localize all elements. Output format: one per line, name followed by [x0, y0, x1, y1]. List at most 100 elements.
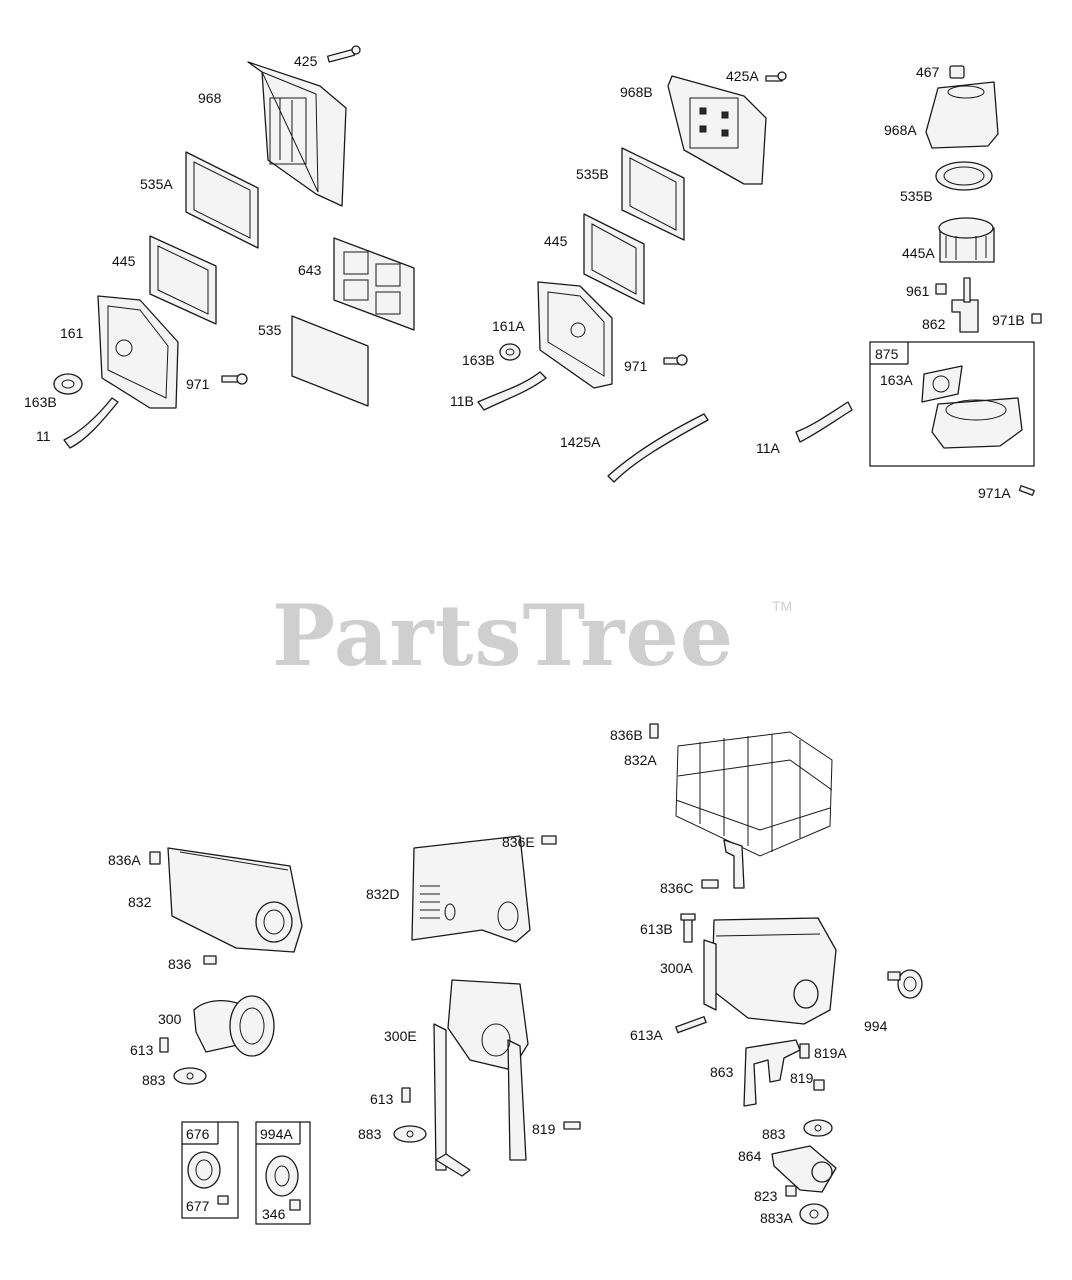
label-819-b: 819	[532, 1121, 556, 1137]
muffler-300E	[433, 979, 529, 1177]
kit-box-875	[869, 341, 1035, 467]
label-535B-a: 535B	[576, 166, 609, 182]
part-994A	[265, 1155, 299, 1197]
gasket-163B-b	[499, 343, 521, 361]
label-832: 832	[128, 894, 152, 910]
kit-box-676	[181, 1121, 239, 1219]
hose-11A	[795, 401, 853, 443]
gasket-883-a	[173, 1067, 207, 1085]
label-163A: 163A	[880, 372, 913, 388]
label-535A: 535A	[140, 176, 173, 192]
label-445-a: 445	[112, 253, 136, 269]
label-445-b: 445	[544, 233, 568, 249]
bracket-862	[951, 277, 979, 333]
label-161: 161	[60, 325, 84, 341]
label-961: 961	[906, 283, 930, 299]
label-11B: 11B	[450, 393, 474, 409]
screw-613-b	[401, 1087, 411, 1103]
label-613A: 613A	[630, 1027, 663, 1043]
filter-445A	[938, 217, 995, 263]
foam-535	[291, 315, 369, 407]
bolt-613B	[680, 913, 696, 943]
label-535: 535	[258, 322, 282, 338]
label-864: 864	[738, 1148, 762, 1164]
filter-535A	[185, 151, 259, 249]
label-467: 467	[916, 64, 940, 80]
kit-box-994A	[255, 1121, 311, 1225]
base-875	[931, 397, 1023, 449]
label-163B-a: 163B	[24, 394, 57, 410]
label-971-a: 971	[186, 376, 210, 392]
label-613-a: 613	[130, 1042, 154, 1058]
part-994	[887, 969, 923, 999]
gasket-163B-a	[53, 373, 83, 395]
base-161A	[537, 281, 613, 389]
screw-971A	[1018, 485, 1035, 496]
muffler-300A	[703, 917, 837, 1025]
filter-535B-a	[621, 147, 685, 241]
bolt-971-b	[663, 354, 688, 366]
cover-968	[247, 61, 347, 207]
label-823: 823	[754, 1188, 778, 1204]
gasket-163A	[921, 365, 963, 403]
label-883-c: 883	[762, 1126, 786, 1142]
screw-346	[289, 1199, 301, 1211]
bolt-971-a	[221, 373, 248, 385]
label-836C: 836C	[660, 880, 694, 896]
label-11: 11	[36, 428, 51, 444]
screw-677	[217, 1195, 229, 1205]
watermark-brand: PartsTree	[272, 586, 735, 685]
label-11A: 11A	[756, 440, 780, 456]
label-836A: 836A	[108, 852, 141, 868]
label-883A: 883A	[760, 1210, 793, 1226]
screw-961	[935, 283, 947, 295]
screw-836A	[149, 851, 161, 865]
bolt-425A	[765, 71, 787, 82]
bracket-864	[771, 1145, 837, 1193]
label-445A: 445A	[902, 245, 935, 261]
cover-968A	[925, 81, 999, 149]
screw-836	[203, 955, 217, 965]
label-863: 863	[710, 1064, 734, 1080]
bolt-425	[326, 45, 361, 63]
hose-1425A	[607, 413, 709, 483]
bolt-613A	[675, 1016, 707, 1034]
label-613B: 613B	[640, 921, 673, 937]
label-643: 643	[298, 262, 322, 278]
screw-836B	[649, 723, 659, 739]
label-300: 300	[158, 1011, 182, 1027]
screw-819-a	[813, 1079, 825, 1091]
label-971A: 971A	[978, 485, 1011, 501]
label-676: 676	[186, 1126, 210, 1142]
hose-11	[63, 397, 119, 449]
screw-836E	[541, 835, 557, 845]
label-425A: 425A	[726, 68, 759, 84]
label-875: 875	[875, 346, 899, 362]
screw-971B	[1031, 313, 1042, 324]
filter-535B-b	[935, 161, 993, 191]
label-1425A: 1425A	[560, 434, 601, 450]
screw-836C	[701, 879, 719, 889]
label-832A: 832A	[624, 752, 657, 768]
nut-467	[949, 65, 965, 79]
gasket-883-b	[393, 1125, 427, 1143]
label-968A: 968A	[884, 122, 917, 138]
label-971-b: 971	[624, 358, 648, 374]
screw-613-a	[159, 1037, 169, 1053]
label-883-b: 883	[358, 1126, 382, 1142]
label-163B-b: 163B	[462, 352, 495, 368]
heat-shield-832D	[411, 835, 531, 943]
label-994A: 994A	[260, 1126, 293, 1142]
gasket-883A	[799, 1203, 829, 1225]
label-968B: 968B	[620, 84, 653, 100]
label-677: 677	[186, 1198, 210, 1214]
spark-arrestor-cage-832A	[675, 731, 833, 889]
label-300E: 300E	[384, 1028, 417, 1044]
filter-643	[333, 237, 415, 331]
filter-445-b	[583, 213, 645, 305]
label-883-a: 883	[142, 1072, 166, 1088]
label-971B: 971B	[992, 312, 1025, 328]
muffler-guard-832	[167, 847, 303, 953]
base-161	[97, 295, 179, 409]
cover-968B	[667, 75, 767, 185]
